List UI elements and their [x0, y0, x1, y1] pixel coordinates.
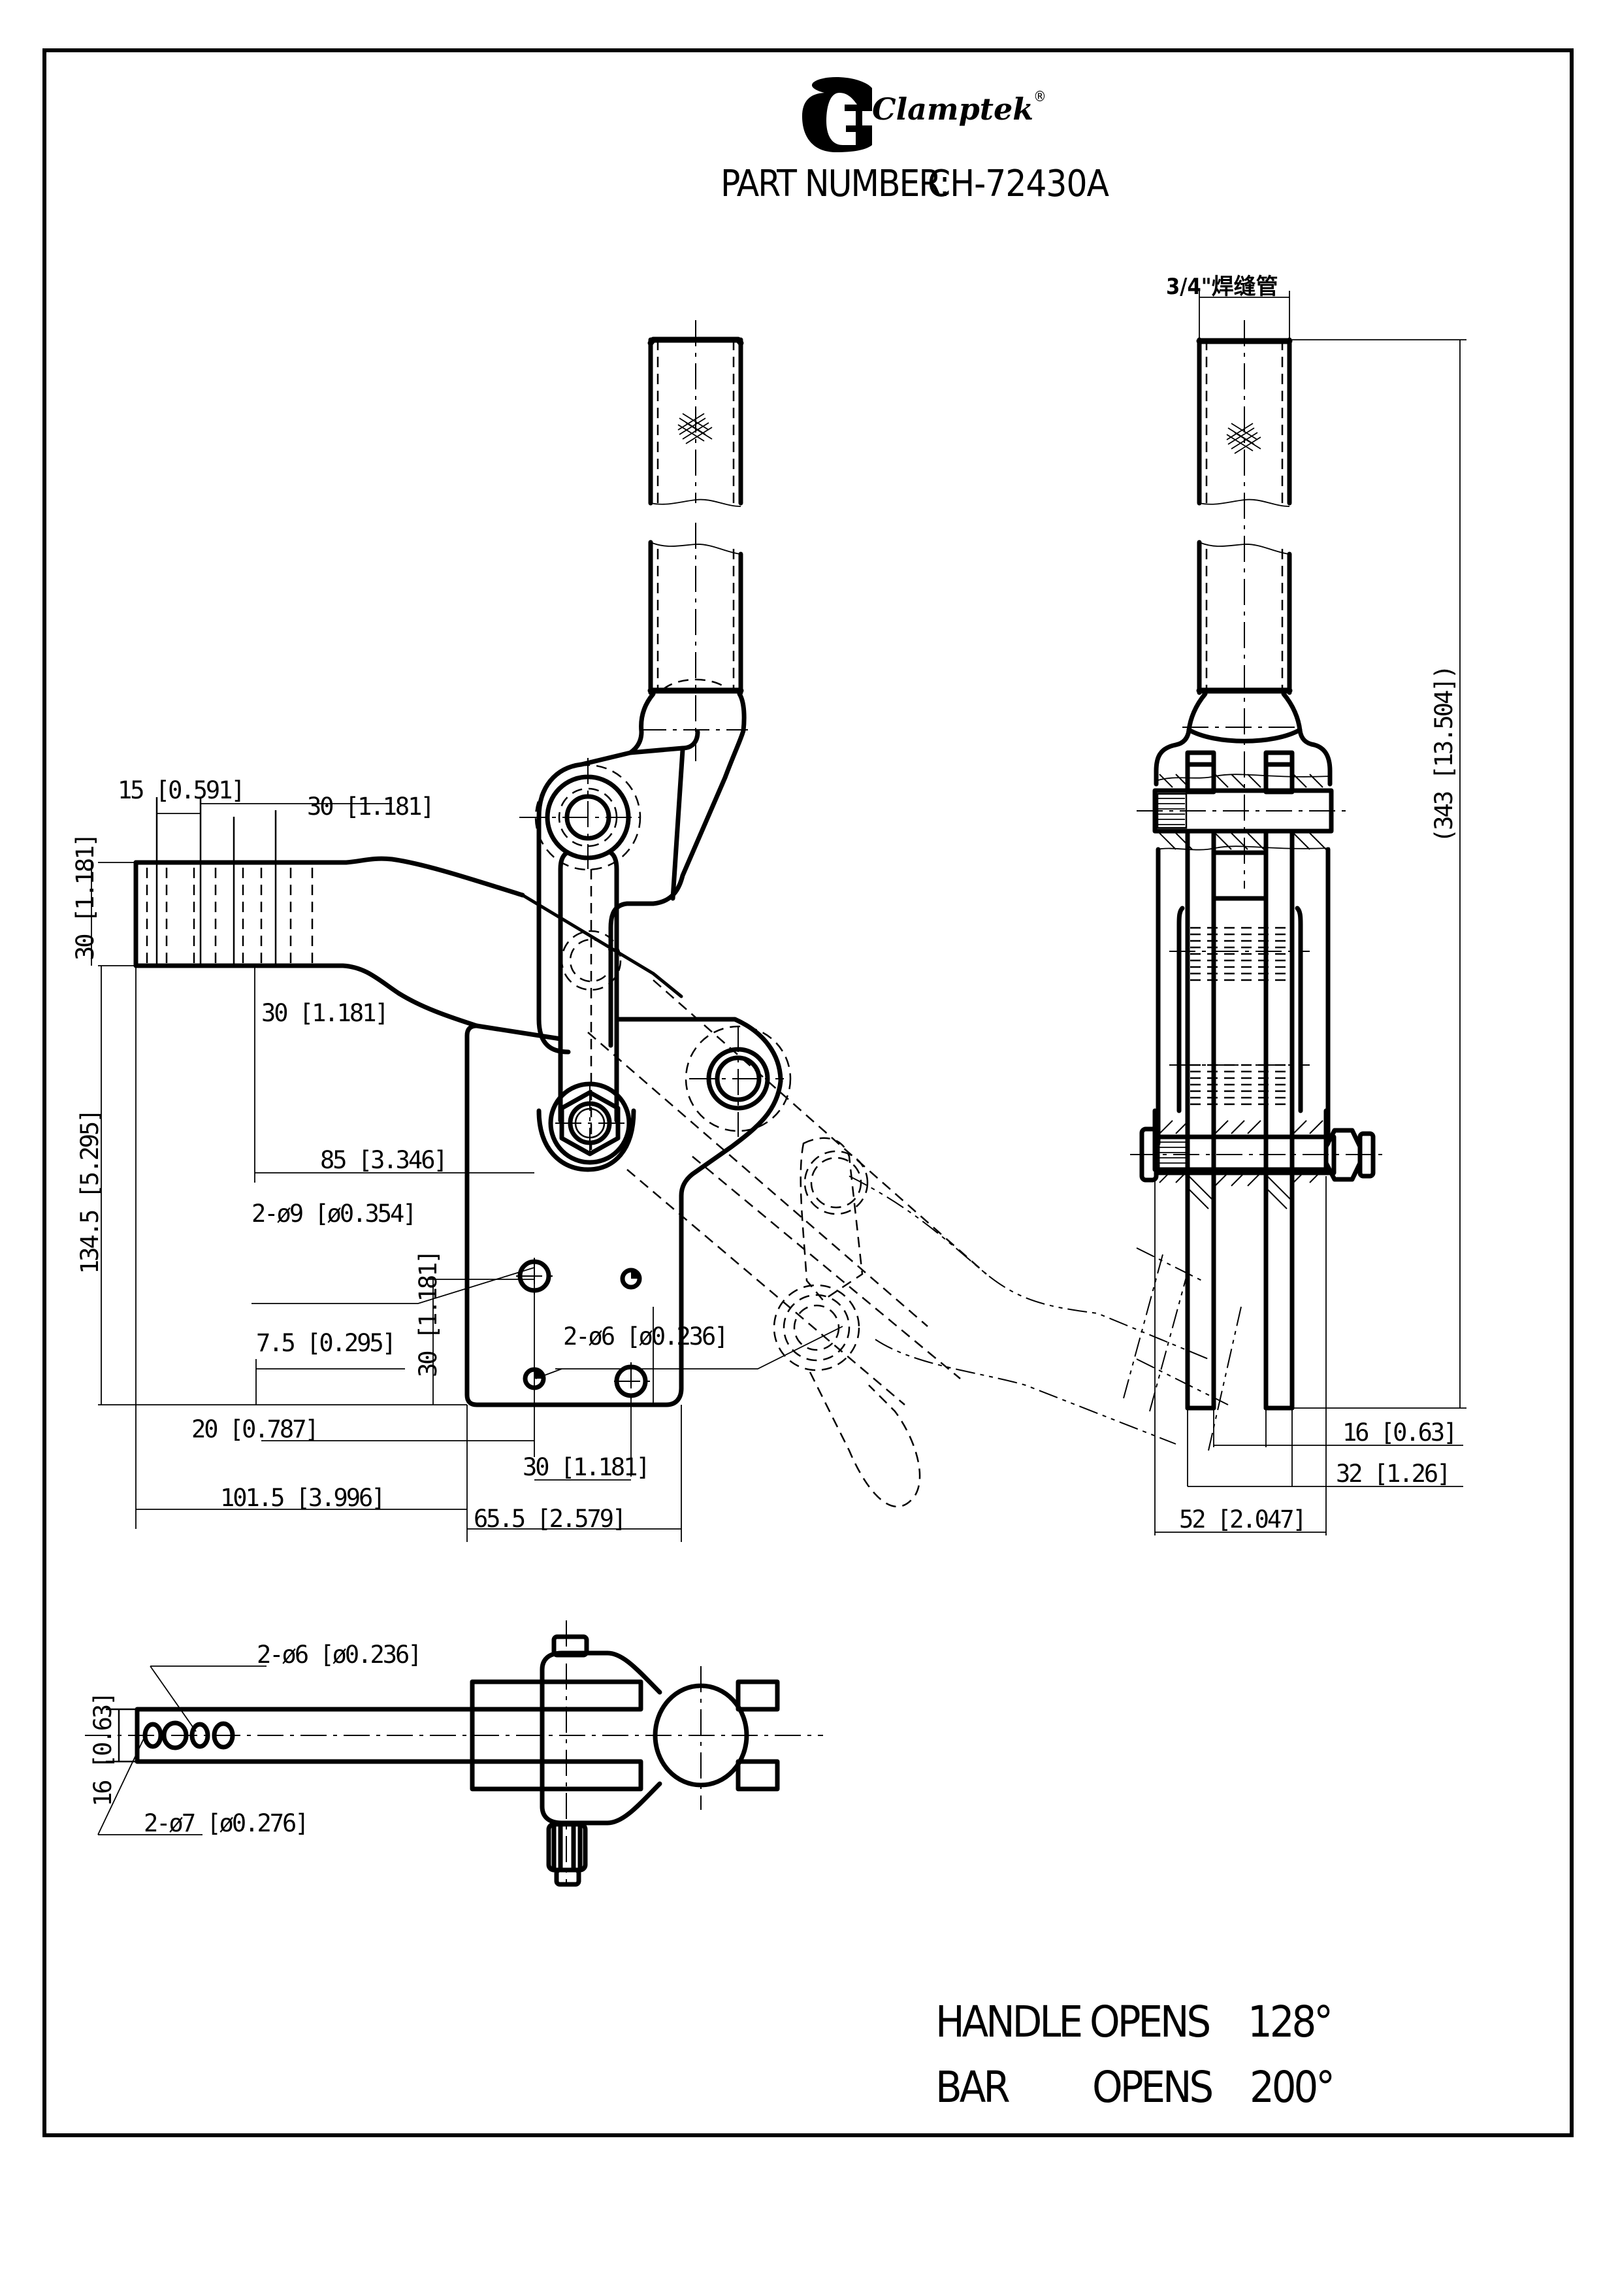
dim-top-medium-holes: 2-ø7 [ø0.276]	[144, 1809, 308, 1837]
dim-overall-width: 52 [2.047]	[1179, 1505, 1305, 1533]
dim-leg-gap: 16 [0.63]	[1342, 1419, 1455, 1447]
side-view: 15 [0.591] 30 [1.181] 30 [1.181] 30 [1.1…	[71, 320, 1242, 1542]
note-bar-action: OPENS	[1092, 2062, 1212, 2112]
dim-base-length: 65.5 [2.579]	[474, 1505, 624, 1533]
dim-arm-hole-pitch-1: 15 [0.591]	[118, 776, 244, 804]
dim-arm-lower-pitch: 30 [1.181]	[261, 999, 387, 1027]
front-view: 3/4"焊缝管 (343 [13.504]) 16 [0.63] 32 [1.2…	[1130, 274, 1466, 1535]
dim-small-hole-offset: 7.5 [0.295]	[256, 1329, 395, 1357]
note-handle-part: HANDLE	[935, 1997, 1080, 2047]
logo-mark-icon	[802, 77, 872, 152]
side-view-dimensions	[91, 803, 843, 1542]
front-handle-tube	[1196, 320, 1293, 889]
dim-top-small-holes: 2-ø6 [ø0.236]	[257, 1641, 421, 1669]
note-bar-angle: 200°	[1250, 2062, 1333, 2112]
connecting-link	[558, 850, 622, 1150]
dim-arm-hole-pitch-2: 30 [1.181]	[307, 793, 433, 821]
handle-lever	[536, 691, 748, 1055]
part-number-value: CH-72430A	[928, 163, 1110, 205]
dim-leg-span: 32 [1.26]	[1336, 1460, 1449, 1488]
dim-big-hole-vertical-pitch: 30 [1.181]	[414, 1251, 442, 1377]
logo: Clamptek ®	[802, 77, 1046, 152]
handle-tube-spec: 3/4"焊缝管	[1166, 274, 1278, 300]
thread-lines	[1169, 927, 1310, 1106]
dim-arm-height-above-base: 134.5 [5.295]	[76, 1110, 104, 1274]
front-clamp-body	[1130, 691, 1385, 1411]
handle-tube-lower	[647, 523, 744, 761]
knurl-mark-icon	[677, 413, 713, 444]
handle-tube-upper	[647, 320, 744, 507]
registered-mark: ®	[1033, 89, 1046, 105]
drawing-border	[42, 48, 1574, 2137]
dim-arm-reach: 101.5 [3.996]	[220, 1484, 384, 1512]
clamp-arm	[133, 797, 683, 1028]
note-handle-action: OPENS	[1090, 1997, 1209, 2047]
base-bracket	[464, 1017, 792, 1407]
dim-arm-height: 30 [1.181]	[71, 834, 99, 960]
hex-nut-pivot	[536, 1081, 636, 1172]
dim-top-bar-width: 16 [0.63]	[89, 1694, 117, 1807]
dim-base-hole-offset: 20 [0.787]	[191, 1415, 317, 1443]
section-hatch	[1159, 774, 1327, 850]
brand-name: Clamptek	[872, 91, 1033, 127]
opening-angle-notes: HANDLE OPENS 128° BAR OPENS 200°	[935, 1997, 1335, 2112]
note-handle-angle: 128°	[1248, 1997, 1331, 2047]
dim-small-holes: 2-ø6 [ø0.236]	[563, 1322, 727, 1351]
knurl-mark-icon	[1226, 423, 1261, 454]
open-position-phantom	[587, 979, 1242, 1508]
front-view-dimensions	[1154, 291, 1466, 1535]
dim-base-hole-pitch: 30 [1.181]	[523, 1453, 649, 1481]
section-hatch-lower	[1159, 1120, 1323, 1209]
note-bar-part: BAR	[935, 2062, 1009, 2112]
dim-big-holes: 2-ø9 [ø0.354]	[251, 1200, 415, 1228]
dim-overall-height: (343 [13.504])	[1430, 666, 1458, 843]
dim-arm-to-hole: 85 [3.346]	[320, 1146, 446, 1174]
part-number-label: PART NUMBER:	[721, 163, 949, 205]
top-view-nut	[546, 1822, 588, 1887]
top-view	[85, 1620, 823, 1887]
part-number: PART NUMBER: CH-72430A	[721, 163, 1110, 205]
handle-pivot	[519, 758, 641, 871]
